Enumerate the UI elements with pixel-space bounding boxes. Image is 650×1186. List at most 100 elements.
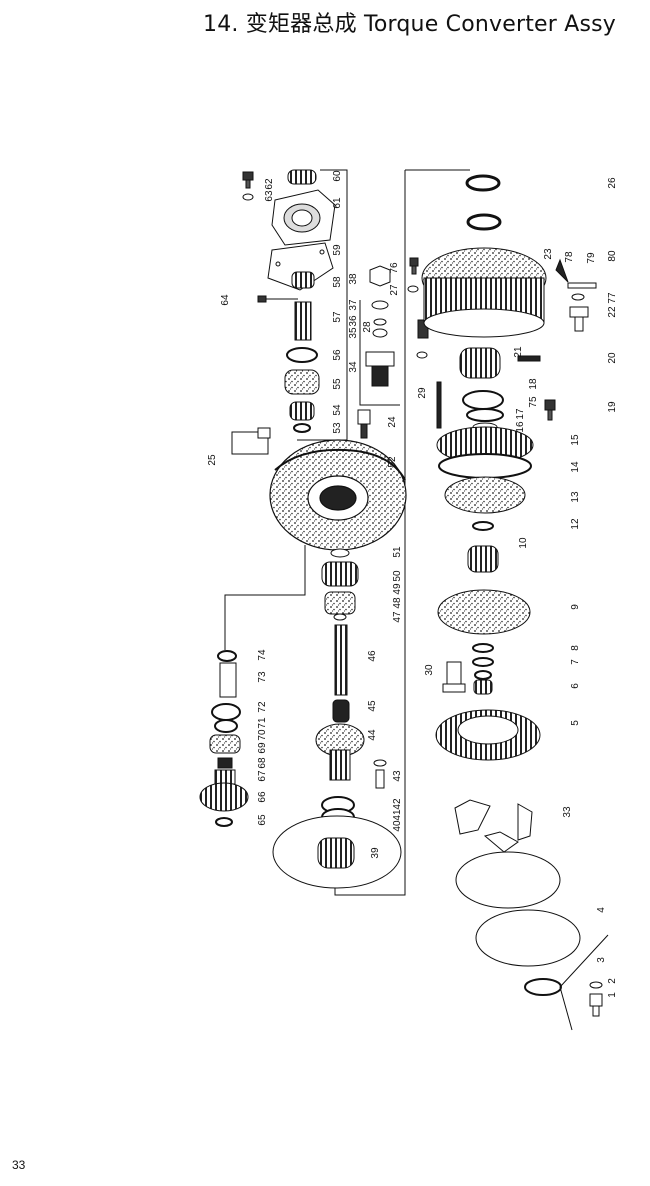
callout-18: 18 — [528, 378, 539, 390]
callout-79: 79 — [586, 252, 597, 264]
callout-47: 47 — [392, 611, 403, 623]
ring-6b — [474, 670, 492, 680]
callout-76: 76 — [389, 262, 400, 274]
callout-19: 19 — [607, 401, 618, 413]
callout-55: 55 — [332, 378, 343, 390]
callout-2: 2 — [607, 978, 618, 984]
pin-20 — [517, 355, 541, 362]
callout-65: 65 — [257, 814, 268, 826]
bearing-6 — [473, 679, 493, 695]
bolt-64 — [257, 295, 298, 303]
callout-23: 23 — [543, 248, 554, 260]
callout-42: 42 — [392, 798, 403, 810]
washer-63 — [242, 193, 254, 201]
callout-labels: 1234567891012131415161718192021222324252… — [207, 170, 618, 998]
callout-73: 73 — [257, 671, 268, 683]
callout-20: 20 — [607, 352, 618, 364]
gasket-59 — [267, 242, 334, 291]
callout-59: 59 — [332, 244, 343, 256]
plate-4b — [475, 909, 581, 967]
callout-60: 60 — [332, 170, 343, 182]
callout-57: 57 — [332, 311, 343, 323]
bolt-30 — [442, 661, 466, 693]
callout-72: 72 — [257, 701, 268, 713]
washer-2 — [589, 981, 603, 989]
frame-line-mid — [359, 300, 400, 406]
pin-29 — [436, 381, 442, 429]
ring-gear-23 — [421, 247, 547, 338]
callout-6: 6 — [570, 683, 581, 689]
segment-33b — [483, 831, 519, 853]
left-column-parts — [231, 169, 371, 455]
fitting-28 — [417, 319, 429, 339]
callout-77: 77 — [607, 292, 618, 304]
ring-3 — [524, 978, 562, 996]
callout-66: 66 — [257, 791, 268, 803]
pin-79 — [567, 282, 597, 289]
callout-67: 67 — [257, 770, 268, 782]
callout-51: 51 — [392, 546, 403, 558]
bolt-1 — [589, 993, 603, 1017]
gear-44 — [315, 723, 365, 781]
bolt-62 — [242, 171, 254, 189]
callout-22: 22 — [607, 306, 618, 318]
gear-67 — [214, 769, 236, 785]
cover-5 — [435, 709, 541, 761]
gear-58 — [291, 271, 315, 289]
callout-74: 74 — [257, 649, 268, 661]
center-shaft-parts — [272, 548, 402, 889]
sleeve-73 — [219, 662, 237, 698]
ring-8 — [472, 643, 494, 653]
callout-49: 49 — [392, 583, 403, 595]
ring-72 — [211, 703, 241, 721]
bearing-48 — [324, 591, 356, 615]
frame-line-left — [224, 545, 306, 650]
ring-37 — [371, 300, 389, 310]
bolt-19 — [544, 399, 556, 421]
callout-1: 1 — [607, 992, 618, 998]
gear-66 — [199, 782, 249, 812]
page-number: 33 — [12, 1158, 26, 1172]
callout-27: 27 — [389, 284, 400, 296]
callout-14: 14 — [570, 461, 581, 473]
callout-64: 64 — [220, 294, 231, 306]
pump-9 — [437, 589, 531, 635]
callout-26: 26 — [607, 177, 618, 189]
callout-41: 41 — [392, 809, 403, 821]
callout-10: 10 — [518, 537, 529, 549]
callout-3: 3 — [596, 957, 607, 963]
callout-15: 15 — [570, 434, 581, 446]
callout-38: 38 — [348, 273, 359, 285]
washer-12 — [472, 521, 494, 531]
washer-27 — [407, 285, 419, 293]
nut-38 — [369, 265, 391, 287]
callout-13: 13 — [570, 491, 581, 503]
callout-39: 39 — [370, 847, 381, 859]
callout-80: 80 — [607, 250, 618, 262]
callout-7: 7 — [570, 659, 581, 665]
callout-37: 37 — [348, 299, 359, 311]
valve-34 — [365, 351, 395, 387]
callout-44: 44 — [367, 729, 378, 741]
segment-33c — [517, 803, 533, 841]
callout-46: 46 — [367, 650, 378, 662]
ring-71 — [214, 719, 238, 733]
ring-53 — [293, 423, 311, 433]
segment-33a — [454, 799, 491, 835]
callout-69: 69 — [257, 742, 268, 754]
callout-62: 62 — [264, 178, 275, 190]
main-housing-52 — [269, 439, 407, 551]
callout-29: 29 — [417, 387, 428, 399]
callout-5: 5 — [570, 720, 581, 726]
frame-line-top — [297, 169, 348, 441]
ring-47 — [333, 613, 347, 621]
callout-28: 28 — [362, 321, 373, 333]
callout-16: 16 — [515, 421, 526, 433]
washer-65 — [215, 817, 233, 827]
ring-14 — [438, 453, 532, 479]
callout-33: 33 — [562, 806, 573, 818]
part-68 — [217, 757, 233, 769]
bearing-60 — [287, 169, 317, 185]
callout-35: 35 — [348, 327, 359, 339]
callout-71: 71 — [257, 717, 268, 729]
